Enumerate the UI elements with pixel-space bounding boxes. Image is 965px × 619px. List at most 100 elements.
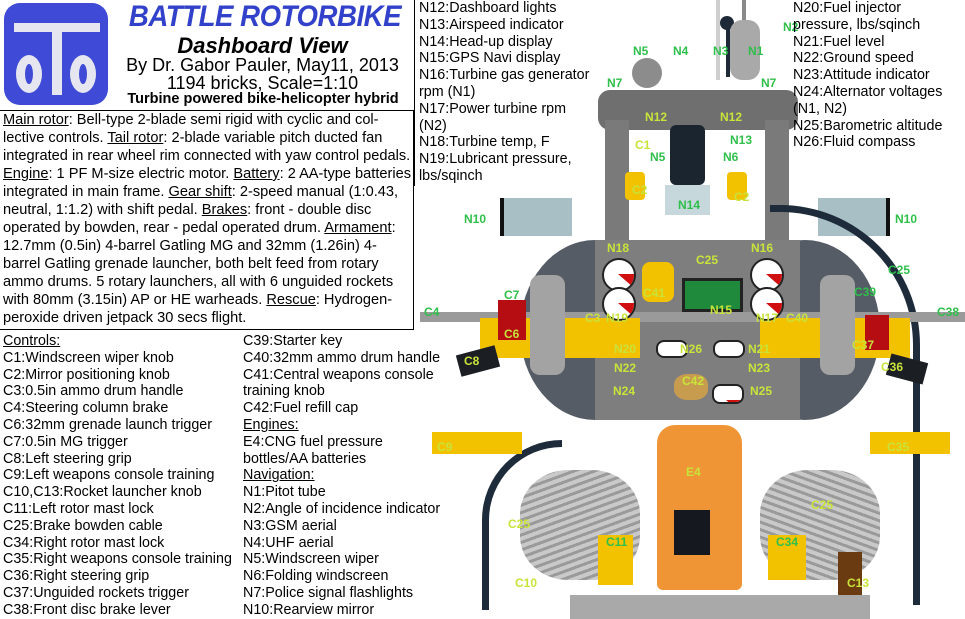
cng-fuel-bottle (657, 425, 742, 590)
hud-body (670, 125, 705, 185)
page-subtitle: Dashboard View (177, 33, 348, 58)
callout-c39: C39 (854, 285, 877, 299)
callout-n4: N4 (673, 44, 689, 58)
callout-c25: C25 (888, 263, 911, 277)
callout-n7: N7 (607, 76, 623, 90)
pitot-tip (742, 0, 746, 20)
spec-5: Brakes: front - double disc operated by … (3, 202, 372, 236)
callout-n25: N25 (750, 384, 773, 398)
list-item: C37:Unguided rockets trigger (3, 584, 189, 601)
stats-line: 1194 bricks, Scale=1:10 (166, 73, 359, 93)
list-item: lbs/sqinch (419, 167, 483, 184)
list-item: C34:Right rotor mast lock (3, 534, 165, 551)
nav-list-3: N20:Fuel injector pressure, lbs/sqinch N… (793, 0, 965, 151)
list-item: C36:Right steering grip (3, 568, 150, 585)
logo-o-right (70, 55, 96, 93)
list-item: C1:Windscreen wiper knob (3, 349, 174, 366)
callout-c35: C35 (887, 440, 910, 454)
tagline: Turbine powered bike-helicopter hybrid (127, 91, 399, 107)
spec-7: Rescue: Hydrogen-peroxide driven jetpack… (3, 292, 393, 326)
callout-n7: N7 (761, 76, 777, 90)
list-item: training knob (243, 383, 325, 400)
spec-4: Gear shift: 2-speed manual (1:0.43, neut… (3, 184, 399, 218)
callout-c6: C6 (504, 327, 520, 341)
callout-c7: C7 (504, 288, 520, 302)
list-item: (N2) (419, 117, 447, 134)
callout-c34: C34 (776, 535, 799, 549)
fuel-cap (674, 374, 708, 400)
list-item: N6:Folding windscreen (243, 568, 389, 585)
uhf-aerial (716, 0, 720, 80)
callout-c25: C25 (811, 498, 834, 512)
controls-heading: Controls: (3, 333, 61, 349)
callout-n24: N24 (613, 384, 636, 398)
gauge-n25 (712, 384, 744, 404)
gauge-n19 (602, 287, 636, 321)
callout-n14: N14 (678, 198, 701, 212)
lower-frame (570, 595, 870, 619)
callout-c11: C11 (606, 535, 628, 549)
list-item: N1:Pitot tube (243, 484, 326, 501)
gauge-n17 (750, 287, 784, 321)
callout-n5: N5 (633, 44, 649, 58)
list-item: (N1, N2) (793, 100, 848, 117)
callout-c41: C41 (643, 286, 666, 300)
callout-n1: N1 (748, 44, 764, 58)
callout-n26: N26 (680, 342, 703, 356)
callout-c2: C2 (734, 190, 750, 204)
list-item: bottles/AA batteries (243, 450, 367, 467)
list-item: C3:0.5in ammo drum handle (3, 383, 184, 400)
callout-n19: N19 (606, 311, 629, 325)
controls-list-2: C39:Starter key C40:32mm ammo drum handl… (243, 333, 440, 619)
c41-knob (642, 262, 674, 302)
callout-c9: C9 (437, 440, 453, 454)
list-item: N10:Rearview mirror (243, 601, 375, 618)
right-console-training (870, 432, 950, 454)
callout-n20: N20 (614, 342, 637, 356)
page-title: BATTLE ROTORBIKE (128, 0, 402, 33)
callout-n3: N3 (713, 44, 729, 58)
list-item: C2:Mirror positioning knob (3, 366, 170, 383)
callout-c1: C1 (635, 138, 651, 152)
list-item: C38:Front disc brake lever (3, 601, 171, 618)
list-item: N16:Turbine gas generator (419, 67, 590, 84)
list-item: C7:0.5in MG trigger (3, 433, 128, 450)
nav-list-2: N12:Dashboard lights N13:Airspeed indica… (414, 0, 614, 186)
spec-3: Battery: 2 AA-type batteries integrated … (3, 166, 412, 200)
list-item: N4:UHF aerial (243, 534, 334, 551)
list-item: C9:Left weapons console training (3, 467, 215, 484)
list-item: N21:Fuel level (793, 33, 885, 50)
callout-c10: C10 (515, 576, 538, 590)
list-item: C35:Right weapons console training (3, 551, 232, 568)
callout-n23: N23 (748, 361, 771, 375)
spec-0: Main rotor: Bell-type 2-blade semi rigid… (3, 112, 379, 146)
callout-n21: N21 (748, 342, 771, 356)
callout-e4: E4 (686, 465, 701, 479)
list-item: C42:Fuel refill cap (243, 400, 359, 417)
list-item: N18:Turbine temp, F (419, 134, 550, 151)
list-item: N15:GPS Navi display (419, 50, 561, 67)
list-item: N20:Fuel injector (793, 0, 902, 16)
left-mirror (500, 198, 572, 236)
author-line: By Dr. Gabor Pauler, May11, 2013 (126, 55, 399, 75)
list-item: N25:Barometric altitude (793, 117, 943, 134)
left-mast-lock (598, 535, 633, 585)
list-item: C10,C13:Rocket launcher knob (3, 484, 202, 501)
right-riser (820, 275, 855, 375)
gauge-n21 (713, 340, 745, 358)
callout-n10: N10 (464, 212, 487, 226)
callout-c4: C4 (424, 305, 440, 319)
bottle-slot (674, 510, 710, 555)
list-item: N17:Power turbine rpm (419, 100, 567, 117)
left-riser (530, 275, 565, 375)
spec-6: Armament: 12.7mm (0.5in) 4-barrel Gatlin… (3, 220, 396, 308)
list-item: E4:CNG fuel pressure (243, 433, 383, 450)
list-item: N13:Airspeed indicator (419, 16, 564, 33)
head-up-display (665, 185, 710, 215)
top-plate (598, 90, 798, 130)
gsm-aerial (726, 22, 730, 77)
callout-c8: C8 (464, 354, 480, 368)
spec-box: Main rotor: Bell-type 2-blade semi rigid… (0, 110, 414, 330)
callout-n12: N12 (720, 110, 743, 124)
